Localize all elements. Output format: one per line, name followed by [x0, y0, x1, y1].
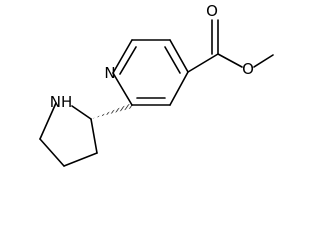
double-bond-c3-c4-inner — [164, 46, 181, 74]
bond-c5-nh — [71, 105, 92, 120]
bond-c3-c4 — [169, 39, 189, 73]
bond-c6-n — [112, 72, 133, 106]
bond-c4-c5 — [169, 71, 189, 106]
bond-lines — [39, 19, 274, 167]
hashed-wedge-bond — [91, 103, 132, 119]
bond-c2-c3-pyrr — [39, 138, 65, 167]
double-bond-n-c2-inner — [119, 46, 137, 75]
carbonyl-oxygen-label: O — [206, 2, 218, 20]
molecule-drawing: N NH O O — [39, 2, 274, 167]
bond-c4-c5-pyrr — [90, 118, 98, 154]
structure-canvas: N NH O O — [39, 2, 274, 167]
bond-ester-o-methyl — [253, 54, 274, 68]
pyridine-nitrogen-label: N — [104, 64, 115, 82]
bond-n-c2 — [112, 39, 133, 74]
bond-c3-c4-pyrr — [63, 152, 98, 167]
bond-carbonyl-ester-o — [217, 53, 243, 68]
pyrrolidine-nh-label: NH — [50, 93, 73, 111]
bond-nh-c2 — [39, 102, 57, 140]
bond-ring-to-carbonyl — [187, 53, 219, 73]
ester-oxygen-label: O — [242, 60, 254, 78]
